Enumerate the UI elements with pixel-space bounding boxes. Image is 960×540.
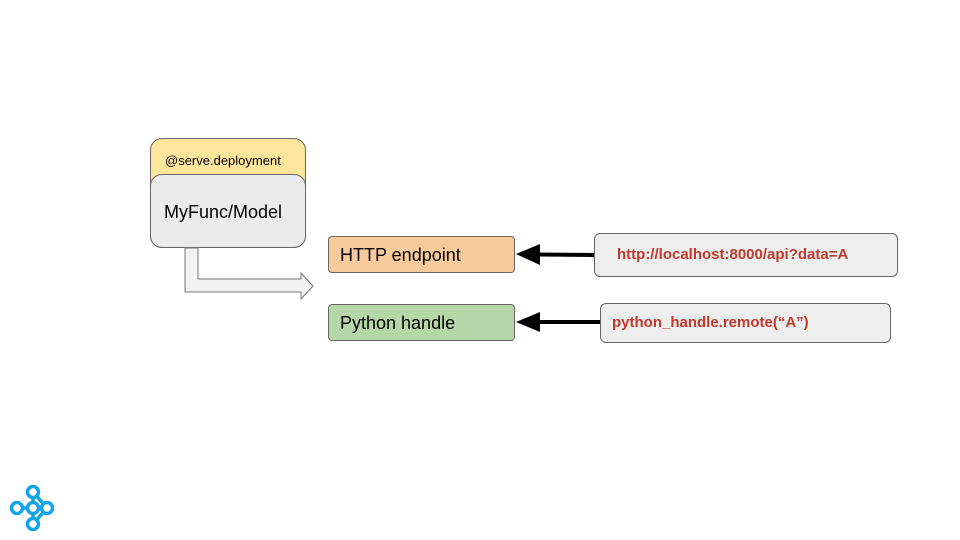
http-call-arrowhead <box>516 244 540 265</box>
python-call-text: python_handle.remote(“A”) <box>612 314 809 331</box>
deployment-box: MyFunc/Model <box>150 174 306 248</box>
decorator-label: @serve.deployment <box>165 153 281 168</box>
http-call-arrow-line <box>537 252 595 257</box>
python-call-arrowhead <box>516 312 540 332</box>
deployment-name-label: MyFunc/Model <box>164 202 283 222</box>
http-endpoint-box: HTTP endpoint <box>328 236 515 273</box>
http-request-text: http://localhost:8000/api?data=A <box>617 246 849 263</box>
http-request-box: http://localhost:8000/api?data=A <box>594 233 898 277</box>
python-call-box: python_handle.remote(“A”) <box>600 303 891 343</box>
python-handle-box: Python handle <box>328 304 515 341</box>
deploy-to-endpoints-arrow <box>184 247 314 301</box>
python-handle-label: Python handle <box>340 313 456 333</box>
http-endpoint-label: HTTP endpoint <box>340 245 461 265</box>
ray-logo-icon <box>9 484 55 532</box>
